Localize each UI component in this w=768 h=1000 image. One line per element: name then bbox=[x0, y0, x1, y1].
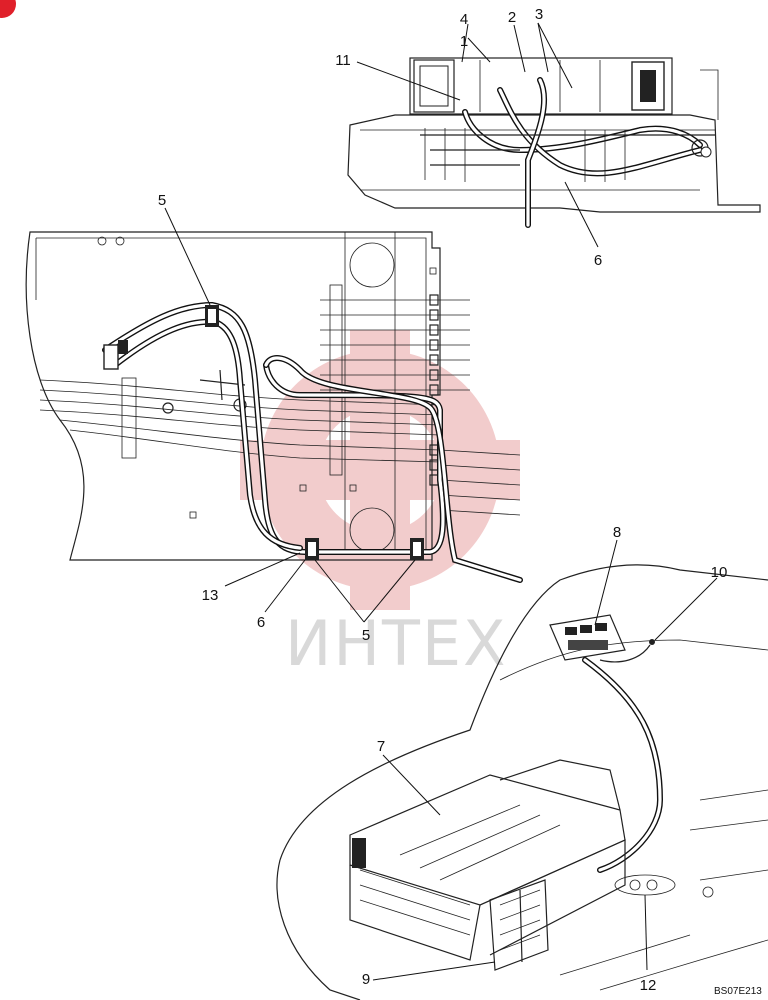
leader-lines bbox=[164, 22, 718, 981]
callout-label: 5 bbox=[158, 192, 166, 209]
callout-label: 2 bbox=[508, 9, 516, 26]
callout-label: 12 bbox=[640, 977, 657, 994]
callout-label: 4 bbox=[460, 11, 468, 28]
callout-label: 6 bbox=[257, 614, 265, 631]
callout-label: 13 bbox=[202, 587, 219, 604]
watermark-text: ИНТЕХ bbox=[285, 607, 508, 680]
callout-label: 11 bbox=[335, 52, 351, 69]
bottom-isometric-view bbox=[276, 564, 768, 1000]
callout-label: 10 bbox=[711, 564, 728, 581]
callout-label: 1 bbox=[460, 33, 468, 50]
callout-label: 9 bbox=[362, 971, 370, 988]
callout-label: 6 bbox=[594, 252, 602, 269]
callout-labels: 4 1 2 3 11 6 5 13 6 5 8 10 7 9 12 bbox=[158, 6, 728, 994]
middle-plan-view bbox=[25, 231, 523, 583]
callout-label: 8 bbox=[613, 524, 621, 541]
callout-label: 5 bbox=[362, 627, 370, 644]
corner-mark bbox=[0, 0, 16, 18]
drawing-reference: BS07E213 bbox=[714, 986, 762, 997]
callout-label: 7 bbox=[377, 738, 385, 755]
top-detail-view bbox=[347, 57, 761, 228]
callout-label: 3 bbox=[535, 6, 543, 23]
